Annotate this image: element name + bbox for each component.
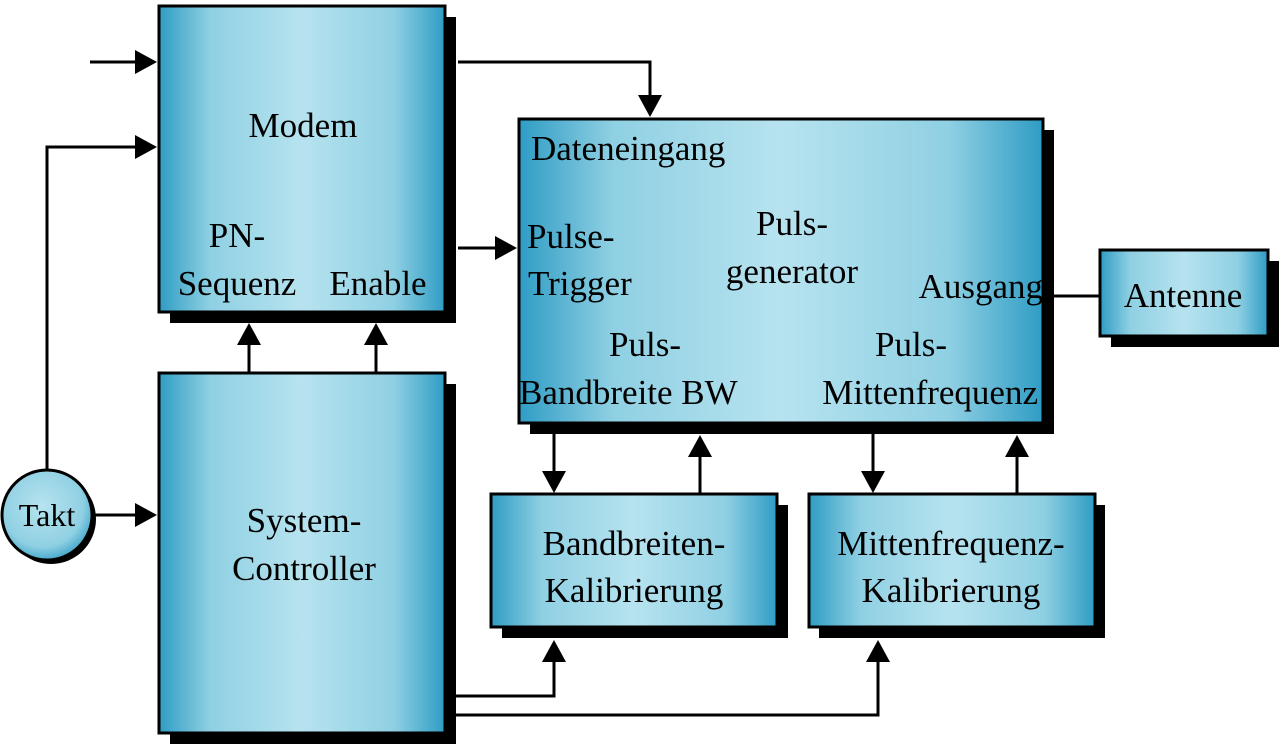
modem-pn-label-line2: Sequenz — [178, 264, 297, 303]
clock-to-modem-line — [45, 145, 140, 469]
controller-to-cf-calibration-arrowhead — [866, 640, 890, 662]
system-controller-block: System- Controller — [157, 371, 456, 744]
pulsegen-to-bw-calibration-arrowhead — [542, 471, 566, 493]
controller-to-bw-calibration-line — [456, 657, 556, 698]
controller-to-cf-calibration-line — [456, 657, 880, 717]
bandwidth-calibration-title-line1: Bandbreiten- — [543, 524, 726, 563]
system-controller-title-line2: Controller — [232, 549, 376, 588]
antenna-block: Antenne — [1098, 248, 1279, 347]
modem-box — [157, 4, 447, 314]
antenna-box — [1098, 248, 1270, 338]
antenna-title: Antenne — [1124, 276, 1243, 315]
center-frequency-calibration-block: Mittenfrequenz- Kalibrierung — [807, 492, 1105, 638]
pulse-generator-box — [517, 117, 1045, 425]
system-controller-title-line1: System- — [247, 501, 362, 540]
clock-to-modem-arrowhead — [135, 135, 157, 159]
controller-to-enable-arrowhead — [364, 323, 388, 345]
clock-node: Takt — [0, 468, 96, 564]
bandwidth-calibration-title-line2: Kalibrierung — [545, 571, 724, 610]
center-frequency-calibration-box — [807, 492, 1097, 629]
clock-circle — [0, 468, 94, 562]
modem-block: Modem PN- Sequenz Enable — [157, 4, 456, 323]
clock-to-controller-arrowhead — [135, 503, 157, 527]
pulse-generator-title-line1: Puls- — [756, 204, 828, 243]
center-frequency-calibration-title-line2: Kalibrierung — [862, 571, 1041, 610]
output-label: Ausgang — [919, 267, 1043, 306]
pulse-generator-title-line2: generator — [726, 252, 858, 291]
clock-title: Takt — [19, 497, 76, 533]
cf-calibration-to-pulsegen-arrowhead — [1005, 435, 1029, 457]
bw-calibration-to-pulsegen-arrowhead — [688, 435, 712, 457]
modem-to-data-input-line — [458, 60, 652, 100]
controller-to-pn-sequence-arrowhead — [237, 323, 261, 345]
modem-title: Modem — [249, 106, 358, 145]
pulse-bandwidth-label-line2: Bandbreite BW — [519, 373, 738, 412]
pulse-generator-block: Dateneingang Pulse- Trigger Puls- genera… — [517, 117, 1054, 434]
modem-to-data-input-arrowhead — [638, 95, 662, 117]
data-input-label: Dateneingang — [531, 129, 725, 168]
pulse-trigger-label-line2: Trigger — [528, 264, 632, 303]
center-frequency-calibration-title-line1: Mittenfrequenz- — [837, 524, 1064, 563]
bandwidth-calibration-box — [489, 492, 779, 629]
pulsegen-to-cf-calibration-arrowhead — [861, 471, 885, 493]
bandwidth-calibration-block: Bandbreiten- Kalibrierung — [489, 492, 788, 638]
pulse-bandwidth-label-line1: Puls- — [609, 325, 681, 364]
modem-to-pulse-trigger-arrowhead — [495, 236, 517, 260]
pulse-center-freq-label-line1: Puls- — [875, 325, 947, 364]
pulse-center-freq-label-line2: Mittenfrequenz — [822, 373, 1038, 412]
connectors — [45, 50, 1100, 717]
controller-to-bw-calibration-arrowhead — [542, 640, 566, 662]
modem-enable-label: Enable — [329, 264, 426, 303]
modem-pn-label-line1: PN- — [209, 216, 265, 255]
pulse-trigger-label-line1: Pulse- — [527, 217, 615, 256]
modem-external-input-arrowhead — [135, 50, 157, 74]
system-controller-box — [157, 371, 447, 735]
